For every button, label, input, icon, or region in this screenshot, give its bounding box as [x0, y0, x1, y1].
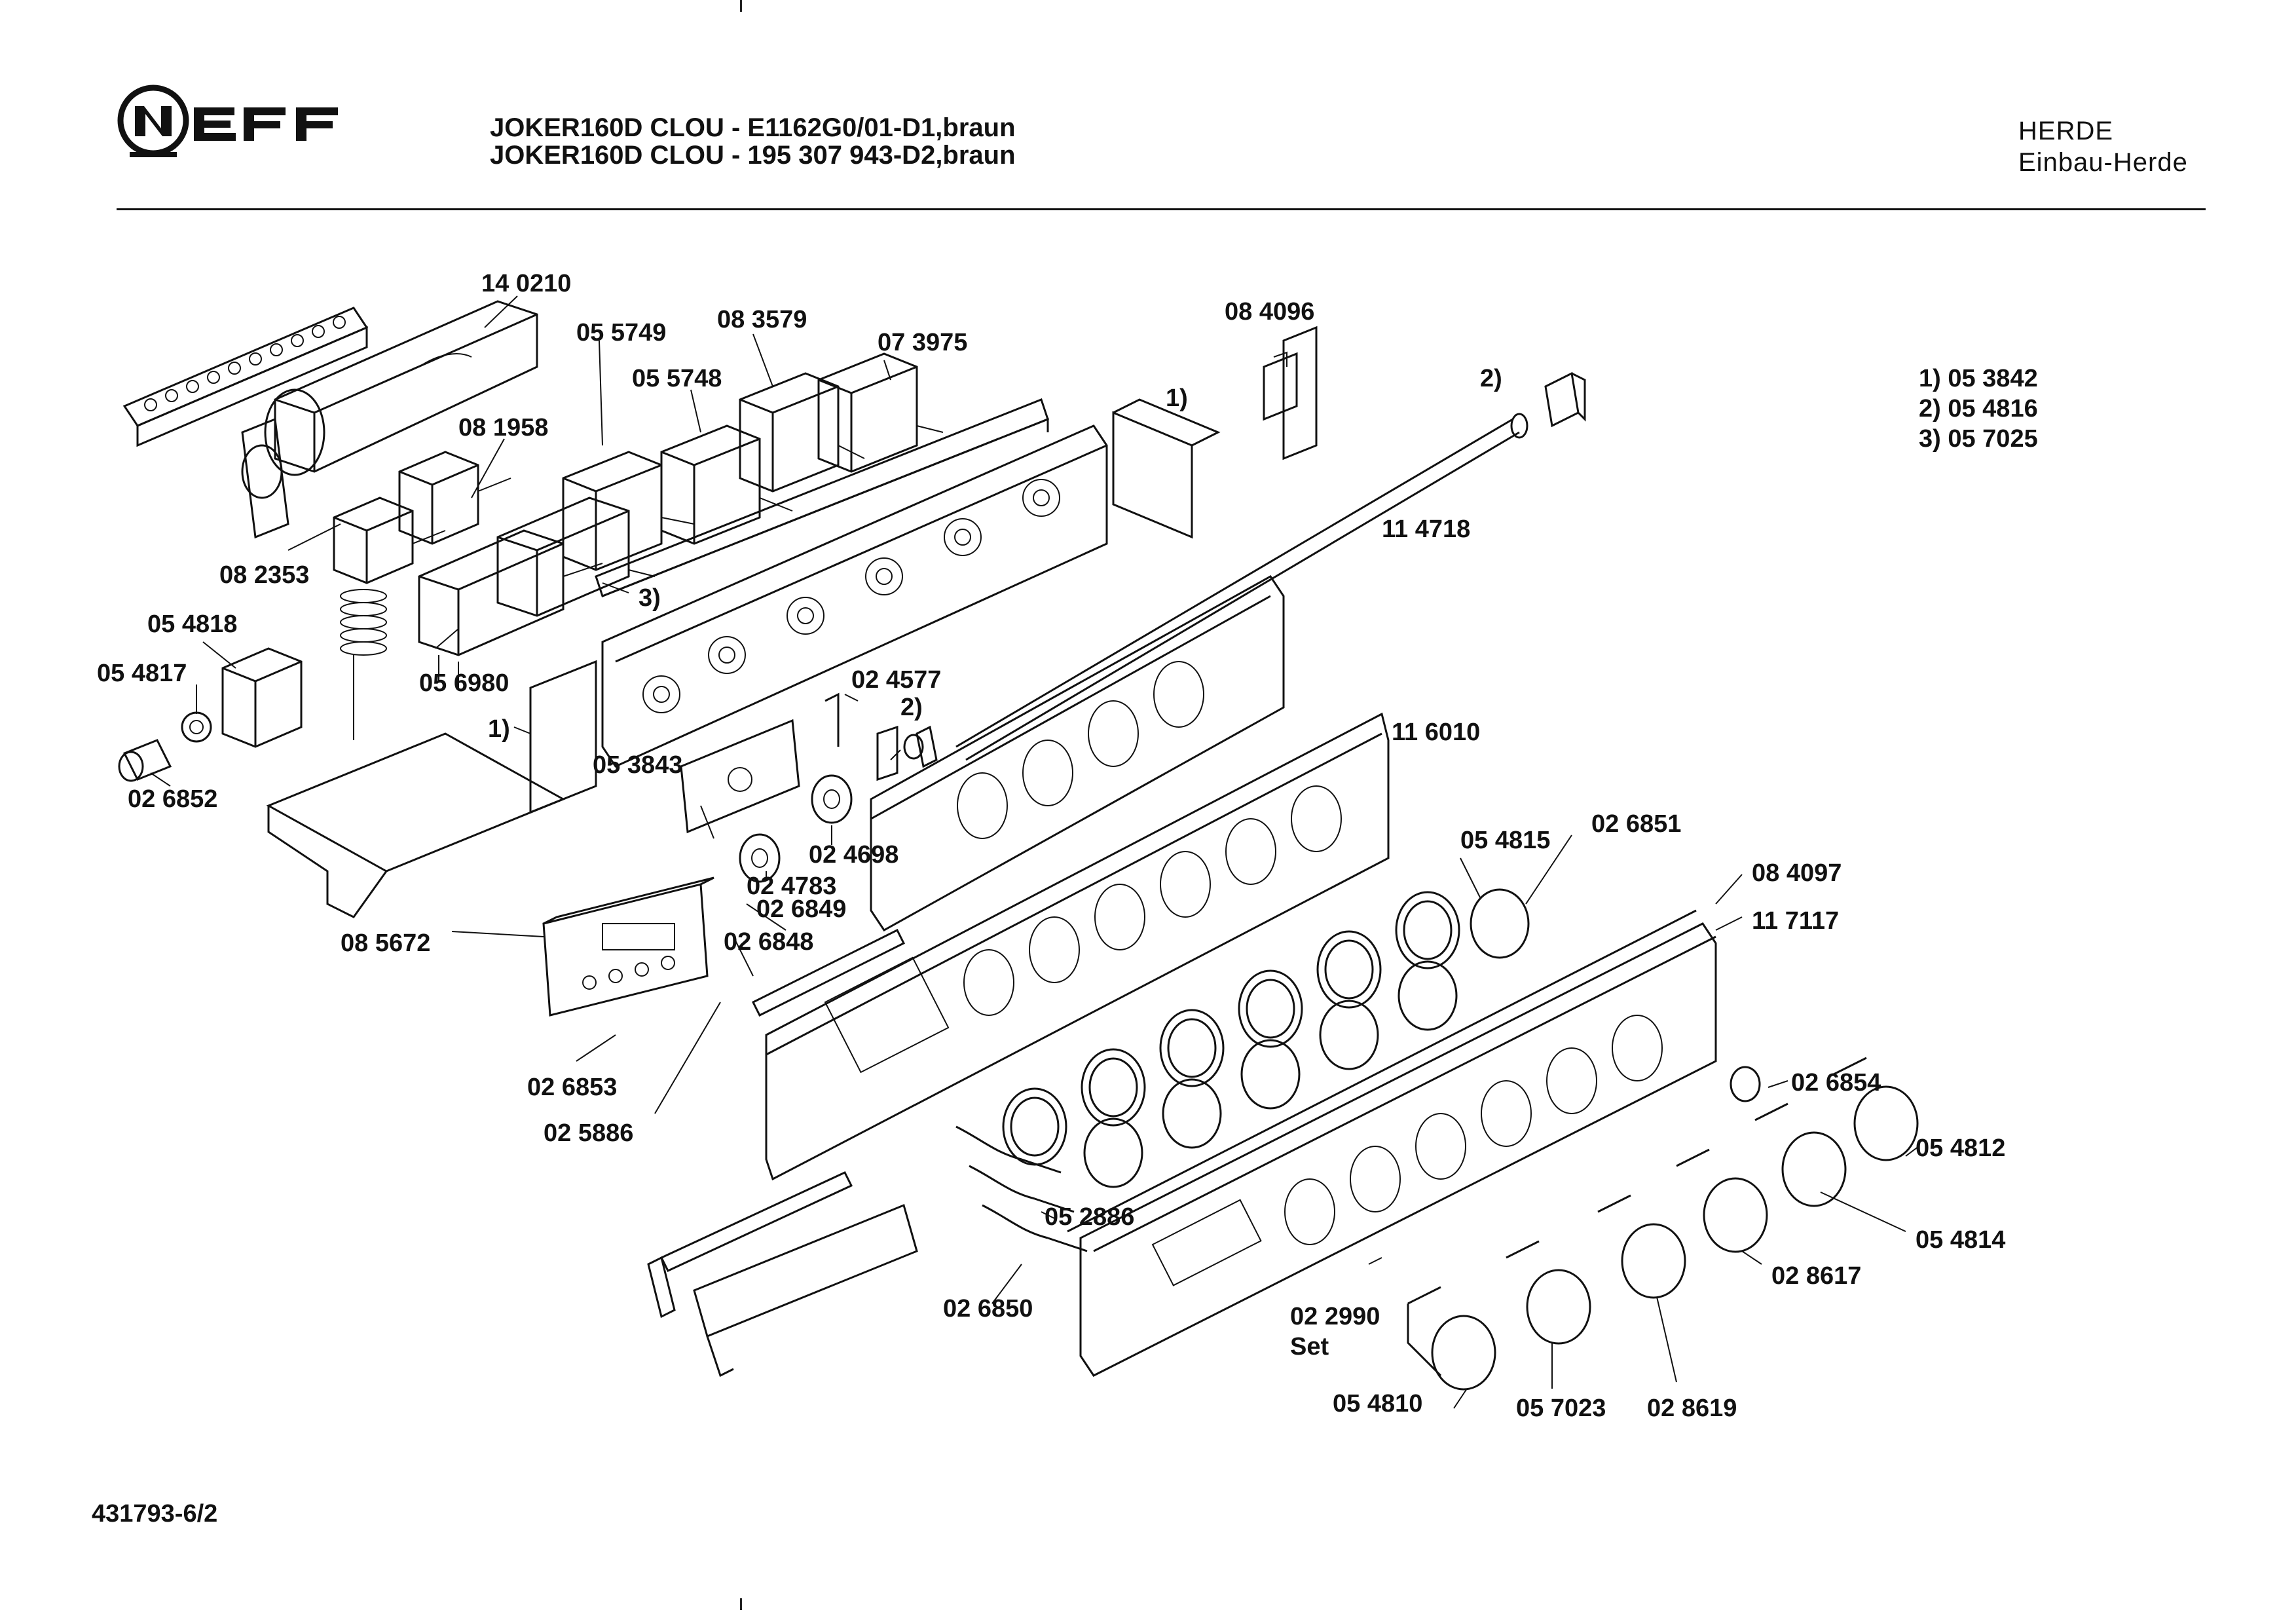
label-07-3975: 07 3975: [878, 329, 967, 356]
mounting-plate-05-3843: [680, 719, 800, 834]
footnote-3: 3) 05 7025: [1919, 425, 2038, 453]
cover-plate-1-top: [1112, 398, 1221, 539]
clamp-05-4817: [181, 711, 212, 743]
label-05-4818: 05 4818: [147, 610, 237, 638]
label-02-8619: 02 8619: [1647, 1395, 1737, 1422]
switch-08-3579: [739, 372, 865, 493]
label-08-2353: 08 2353: [219, 561, 309, 589]
switch-mounting-rail: [595, 398, 1049, 597]
label-05-4810: 05 4810: [1333, 1390, 1422, 1417]
crop-mark-top: [740, 0, 742, 12]
label-02-4698: 02 4698: [809, 841, 898, 869]
thermostat-08-2353: [333, 497, 446, 740]
label-11-6010: 11 6010: [1392, 719, 1480, 746]
label-1-ref-left: 1): [488, 715, 510, 743]
footnote-2: 2) 05 4816: [1919, 395, 2038, 422]
cover-plate-1-left: [529, 660, 597, 814]
knob-sleeve-group: [1002, 888, 1530, 1188]
label-02-6850: 02 6850: [943, 1295, 1033, 1323]
label-05-4817: 05 4817: [97, 660, 187, 687]
label-05-5749: 05 5749: [576, 319, 666, 347]
drawing-number: 431793-6/2: [92, 1500, 218, 1528]
label-02-4783: 02 4783: [747, 873, 836, 900]
label-08-3579: 08 3579: [717, 306, 807, 333]
label-11-4718: 11 4718: [1382, 516, 1470, 543]
label-02-4577: 02 4577: [851, 666, 941, 694]
label-02-6848: 02 6848: [724, 928, 813, 956]
trim-channel-11-6010: [870, 575, 1285, 931]
fan-motor-housing-part: [241, 300, 538, 539]
label-2-ref-top: 2): [1480, 365, 1502, 392]
label-08-4097: 08 4097: [1752, 859, 1842, 887]
label-02-5886: 02 5886: [544, 1119, 633, 1147]
label-1-ref-top: 1): [1166, 385, 1188, 412]
ring-02-4783: [739, 833, 781, 883]
label-05-4814: 05 4814: [1916, 1226, 2005, 1254]
category-title: HERDE: [2018, 117, 2114, 145]
bracket-2-top: [1544, 371, 1586, 428]
label-02-6854: 02 6854: [1791, 1069, 1881, 1097]
label-02-6853: 02 6853: [527, 1074, 617, 1101]
neff-logo: [117, 84, 338, 157]
switch-block-08-1958: [398, 451, 511, 545]
label-14-0210: 14 0210: [481, 270, 571, 297]
terminal-strip-part: [122, 307, 369, 447]
switch-05-7025: [496, 497, 656, 617]
selector-switch-05-6980: [418, 529, 603, 688]
clip-02-4577: [824, 692, 840, 747]
label-05-6980: 05 6980: [419, 669, 509, 697]
label-05-4815: 05 4815: [1460, 827, 1550, 854]
footnote-1: 1) 05 3842: [1919, 365, 2038, 392]
cooling-plate: [266, 732, 566, 918]
guide-rail-02-6848: [751, 928, 906, 1017]
label-08-4096: 08 4096: [1225, 298, 1314, 326]
category-subtitle: Einbau-Herde: [2018, 148, 2188, 177]
model-line-1: JOKER160D CLOU - E1162G0/01-D1,braun: [490, 113, 1016, 142]
label-05-4812: 05 4812: [1916, 1135, 2005, 1162]
switch-05-5749: [562, 451, 695, 571]
label-02-8617: 02 8617: [1771, 1262, 1861, 1290]
label-02-6849: 02 6849: [756, 895, 846, 923]
control-panel-frame: [765, 712, 1390, 1181]
front-panel-11-7117: [1067, 909, 1717, 1377]
label-02-2990: 02 2990: [1290, 1303, 1380, 1330]
label-2-ref-mid: 2): [900, 694, 923, 721]
label-3-ref: 3): [639, 584, 661, 612]
label-05-5748: 05 5748: [632, 365, 722, 392]
sensor-wires-05-2886: [955, 1125, 1088, 1252]
lamp-cap-02-6852: [118, 739, 172, 782]
model-line-2: JOKER160D CLOU - 195 307 943-D2,braun: [490, 141, 1016, 170]
control-knobs: [1407, 1057, 1919, 1391]
header-rule: [117, 208, 2206, 210]
crop-mark-bottom: [740, 1598, 742, 1610]
part-labels: 14 0210 05 5749 08 3579 07 3975 05 5748 …: [97, 270, 2005, 1422]
switch-bracket-panel: [601, 424, 1108, 768]
holder-08-4096: [1263, 326, 1318, 460]
ring-02-4698: [811, 774, 853, 824]
timer-module-08-5672: [542, 876, 714, 1017]
label-11-7117: 11 7117: [1752, 907, 1839, 935]
label-05-7023: 05 7023: [1516, 1395, 1606, 1422]
switch-07-3975: [817, 352, 944, 473]
holder-2-mid: [876, 725, 924, 781]
label-05-2886: 05 2886: [1045, 1203, 1134, 1231]
bracket-05-4818: [221, 647, 303, 748]
label-05-3843: 05 3843: [593, 751, 682, 779]
label-set: Set: [1290, 1333, 1329, 1361]
label-02-6852: 02 6852: [128, 785, 217, 813]
label-08-1958: 08 1958: [458, 414, 548, 441]
leader-lines: [150, 295, 1919, 1409]
lamp-socket-bracket: [647, 1171, 918, 1378]
label-08-5672: 08 5672: [341, 929, 430, 957]
label-02-6851: 02 6851: [1591, 810, 1681, 838]
footnotes: 1) 05 3842 2) 05 4816 3) 05 7025: [1919, 364, 2038, 454]
heating-rod-11-4718: [916, 413, 1528, 768]
